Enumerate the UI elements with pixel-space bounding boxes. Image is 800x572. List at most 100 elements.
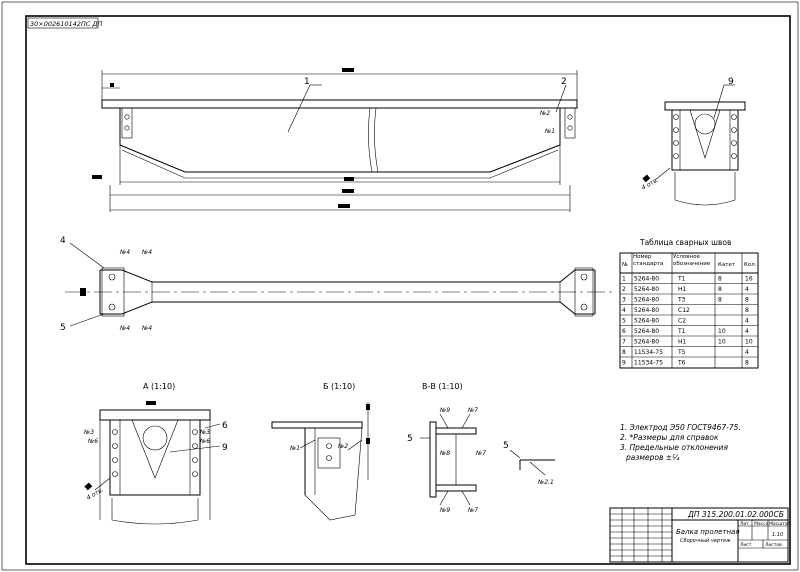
weld-mark-n4-d: №4 [141,325,152,332]
section-vv-view [420,413,477,506]
callout-5-detail: 5 [503,441,509,451]
callout-9-a: 9 [222,443,228,453]
side-view [642,84,746,206]
title-line-2: Сборочный чертеж [680,538,731,544]
weld-table-header-qty: Кол. [744,262,757,268]
title-line-1: Балка пролетная [676,528,740,536]
weld-table: Таблица сварных швов № Номер стандарта У… [619,238,759,369]
weld-table-cell: 2 [622,286,626,293]
callout-1: 1 [304,77,310,87]
weld-table-cell: 10 [718,328,726,335]
weld-table-header-standard: Номер стандарта [633,254,664,267]
weld-table-cell: 5264-80 [634,318,659,325]
weld-table-cell: 5264-80 [634,286,659,293]
weld-table-cell: Т1 [677,276,686,283]
title-sheet: Лист [740,542,752,548]
callout-5-vv: 5 [407,434,413,444]
weld-table-title: Таблица сварных швов [639,238,731,247]
weld-table-cell: Т6 [677,360,686,367]
weld-table-header-leg: Катет [718,262,736,268]
weld-mark-n1: №1 [544,128,555,135]
weld-table-cell: С2 [678,318,686,325]
weld-table-cell: 7 [622,339,626,346]
weld-table-cell: 8 [718,276,722,283]
weld-table-cell: 3 [622,297,626,304]
weld-table-cell: 5264-80 [634,307,659,314]
weld-table-cell: Т5 [677,349,686,356]
weld-table-cell: 5264-80 [634,276,659,283]
weld-table-cell: 8 [718,297,722,304]
weld-mark-n9-b: №9 [439,507,450,514]
weld-table-cell: 9 [622,360,626,367]
section-a-title: А (1:10) [143,382,175,391]
weld-mark-n2-1: №2.1 [537,479,554,486]
weld-mark-n3-b: №3 [199,429,210,436]
weld-mark-n2: №2 [539,110,550,117]
callout-6-a: 6 [222,421,228,431]
weld-table-cell: 8 [745,360,749,367]
top-stamp-text: 30×002610142ПС ДП [30,20,103,28]
weld-mark-n4-b: №4 [141,249,152,256]
weld-table-cell: 10 [745,339,753,346]
weld-table-cell: 4 [622,307,626,314]
weld-table-header-no: № [622,262,628,268]
section-b-view [271,402,370,521]
title-sheets: Листов [765,542,782,548]
weld-mark-n7-c: №7 [467,507,478,514]
detail-5 [509,449,555,476]
main-elevation-view [92,68,578,212]
weld-table-cell: 5264-80 [634,328,659,335]
title-col-mass: Масса [754,521,769,527]
weld-mark-n3-a: №3 [83,429,94,436]
note-1: 1. Электрод Э50 ГОСТ9467-75. [620,423,741,432]
weld-table-cell: 4 [745,349,749,356]
weld-mark-n6-b: №6 [199,438,210,445]
weld-table-cell: 16 [745,276,753,283]
title-scale: 1:10 [772,532,783,538]
weld-table-cell: Т3 [677,297,686,304]
section-vv-title: В-В (1:10) [422,382,463,391]
weld-mark-n8: №8 [439,450,450,457]
weld-mark-n6-a: №6 [87,438,98,445]
callout-9-side: 9 [728,77,734,87]
weld-table-cell: Н1 [678,286,687,293]
weld-table-cell: 11534-75 [634,360,663,367]
note-3-cont: размеров ±¼ [625,453,680,462]
weld-table-cell: С12 [678,307,690,314]
weld-table-cell: 4 [745,328,749,335]
notes-block: 1. Электрод Э50 ГОСТ9467-75. 2. *Размеры… [620,423,741,462]
top-stamp-box [27,17,99,29]
weld-table-cell: 8 [622,349,626,356]
weld-table-cell: 5264-80 [634,339,659,346]
weld-table-cell: 4 [745,286,749,293]
weld-table-cell: 8 [745,297,749,304]
title-col-lit: Лит. [740,521,750,527]
weld-table-cell: 11534-75 [634,349,663,356]
weld-mark-n2-b: №2 [337,443,348,450]
weld-mark-n7-b: №7 [475,450,486,457]
section-b-title: Б (1:10) [323,382,355,391]
weld-table-cell: 8 [745,307,749,314]
callout-5-plan: 5 [60,323,66,333]
weld-mark-n4-c: №4 [119,325,130,332]
callout-2: 2 [561,77,567,87]
weld-table-cell: Т1 [677,328,686,335]
title-block [609,507,789,563]
note-2: 2. *Размеры для справок [620,433,719,442]
callout-4-plan: 4 [60,236,66,246]
inner-frame [25,15,791,565]
weld-table-cell: 10 [718,339,726,346]
note-3: 3. Предельные отклонения [620,443,729,452]
drawing-code: ДП 315.200.01.02.000СБ [687,510,784,519]
title-col-scale: Масштаб [769,521,791,527]
weld-mark-n9-a: №9 [439,407,450,414]
plan-view [65,242,615,327]
weld-table-cell: Н1 [678,339,687,346]
weld-table-cell: 6 [622,328,626,335]
weld-mark-n4-a: №4 [119,249,130,256]
weld-mark-n1-b: №1 [289,445,300,452]
weld-table-cell: 5 [622,318,626,325]
weld-table-header-designation: Условное обозначение [673,254,711,267]
